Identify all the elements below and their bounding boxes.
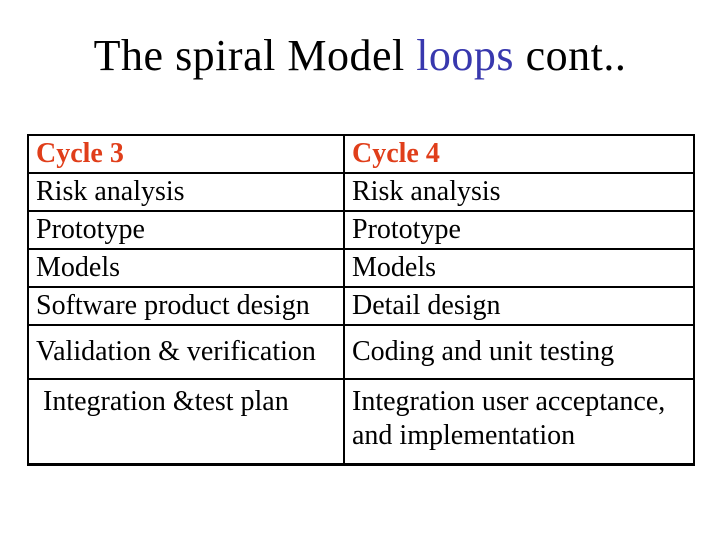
cycle3-header-cell: Cycle 3 [27,134,345,174]
title-segment-after: cont.. [514,31,627,80]
table-header-row: Cycle 3 Cycle 4 [27,134,695,174]
table-row: Validation & verification Coding and uni… [27,324,695,380]
table-row: Risk analysis Risk analysis [27,172,695,212]
cycle4-models-cell: Models [343,248,695,288]
table-row: Software product design Detail design [27,286,695,326]
cycle3-models-cell: Models [27,248,345,288]
table-row: Models Models [27,248,695,288]
cycle3-design-cell: Software product design [27,286,345,326]
cycle4-integration-cell: Integration user acceptance, and impleme… [343,378,695,466]
cycle3-verification-cell: Validation & verification [27,324,345,380]
cycle3-integration-cell: Integration &test plan [27,378,345,466]
cycle4-header-cell: Cycle 4 [343,134,695,174]
cycle4-coding-cell: Coding and unit testing [343,324,695,380]
cycle3-prototype-cell: Prototype [27,210,345,250]
cycle4-risk-analysis-cell: Risk analysis [343,172,695,212]
cycle3-risk-analysis-cell: Risk analysis [27,172,345,212]
table-row: Prototype Prototype [27,210,695,250]
cycle4-prototype-cell: Prototype [343,210,695,250]
title-segment-before: The spiral Model [93,31,417,80]
title-segment-loops: loops [416,31,515,80]
slide-title: The spiral Model loops cont.. [0,30,720,81]
cycle4-design-cell: Detail design [343,286,695,326]
table-row: Integration &test plan Integration user … [27,378,695,466]
cycles-table: Cycle 3 Cycle 4 Risk analysis Risk analy… [27,134,695,466]
